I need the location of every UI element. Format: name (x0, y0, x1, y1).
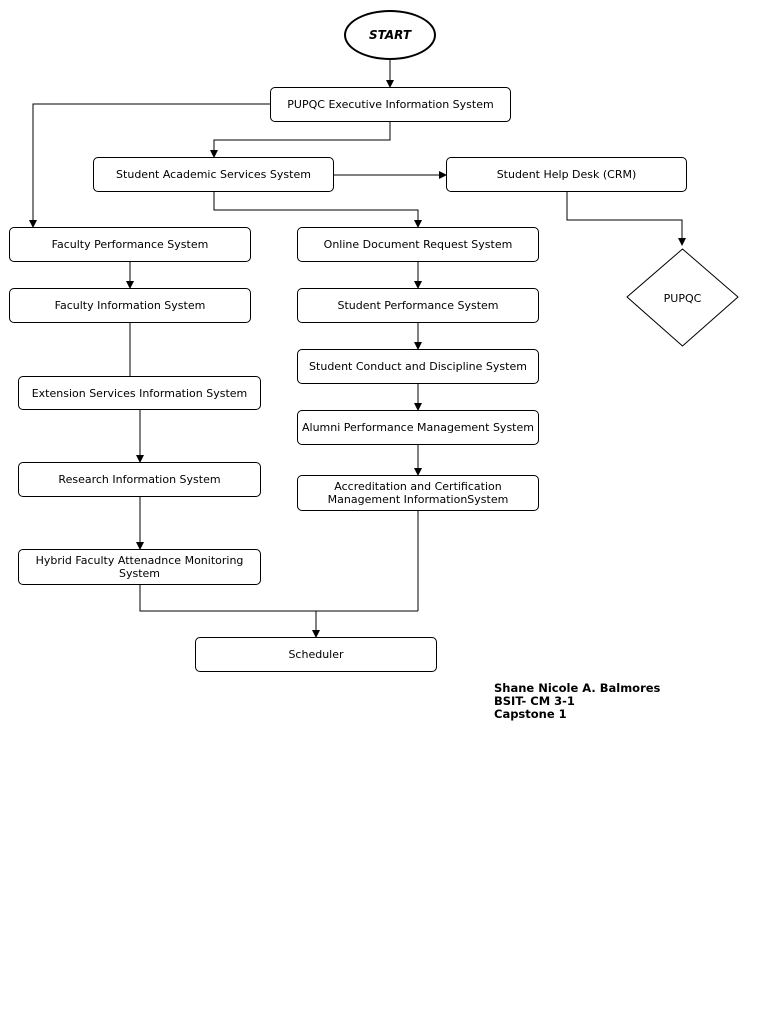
node-faculty-information-system: Faculty Information System (9, 288, 251, 323)
node-label: Student Performance System (337, 299, 499, 312)
start-label: START (368, 28, 412, 42)
node-pupqc-decision: PUPQC (625, 248, 740, 348)
node-faculty-performance-system: Faculty Performance System (9, 227, 251, 262)
author-name: Shane Nicole A. Balmores (494, 681, 661, 695)
node-label: Faculty Performance System (51, 238, 209, 251)
arrow-sas-to-odrs (213, 192, 422, 228)
node-label: Student Conduct and Discipline System (309, 360, 527, 373)
arrow-helpdesk-to-pupqc (566, 192, 686, 246)
node-label: Alumni Performance Management System (302, 421, 534, 434)
node-student-academic-services-system: Student Academic Services System (93, 157, 334, 192)
node-label: Student Help Desk (CRM) (496, 168, 637, 181)
arrow-exec-to-sas (210, 122, 391, 158)
node-scheduler: Scheduler (195, 637, 437, 672)
node-label: PUPQC (663, 291, 702, 305)
node-student-help-desk: Student Help Desk (CRM) (446, 157, 687, 192)
node-label: Research Information System (58, 473, 221, 486)
node-hybrid-faculty-attendance-monitoring-system: Hybrid Faculty Attenadnce Monitoring Sys… (18, 549, 261, 585)
node-label: Faculty Information System (54, 299, 206, 312)
author-block: Shane Nicole A. Balmores BSIT- CM 3-1 Ca… (494, 682, 660, 721)
line-hfams-merge (139, 585, 418, 612)
author-section: BSIT- CM 3-1 (494, 694, 575, 708)
node-label: Online Document Request System (323, 238, 513, 251)
node-extension-services-information-system: Extension Services Information System (18, 376, 261, 410)
node-label: Student Academic Services System (116, 168, 311, 181)
node-label: Hybrid Faculty Attenadnce Monitoring Sys… (35, 554, 244, 580)
node-label: Accreditation and Certification Manageme… (327, 480, 509, 506)
arrow-exec-to-fps (29, 103, 270, 228)
node-label: Extension Services Information System (31, 386, 248, 400)
start-terminal: START (344, 10, 436, 60)
author-course: Capstone 1 (494, 707, 567, 721)
node-online-document-request-system: Online Document Request System (297, 227, 539, 262)
node-research-information-system: Research Information System (18, 462, 261, 497)
diamond-shape (626, 248, 739, 347)
node-student-conduct-discipline-system: Student Conduct and Discipline System (297, 349, 539, 384)
node-accreditation-certification-management-system: Accreditation and Certification Manageme… (297, 475, 539, 511)
node-student-performance-system: Student Performance System (297, 288, 539, 323)
node-label: PUPQC Executive Information System (287, 98, 494, 111)
node-label: Scheduler (288, 648, 344, 661)
node-executive-information-system: PUPQC Executive Information System (270, 87, 511, 122)
node-alumni-performance-management-system: Alumni Performance Management System (297, 410, 539, 445)
